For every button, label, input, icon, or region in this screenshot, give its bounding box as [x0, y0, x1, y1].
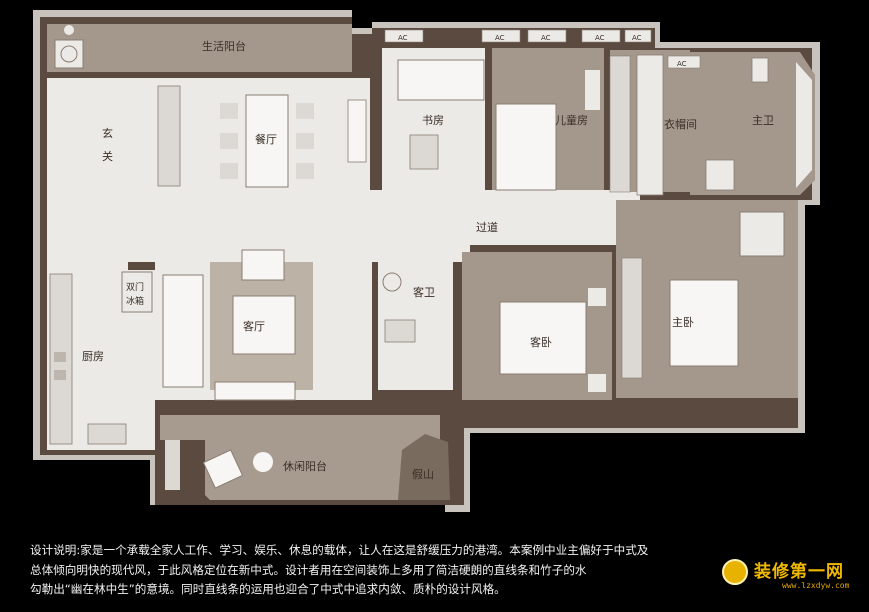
ac-label: AC: [677, 60, 687, 68]
label-fridge-a: 双门: [126, 281, 144, 293]
label-kids-room: 儿童房: [555, 113, 588, 127]
ac-label: AC: [495, 34, 505, 42]
living-balcony-floor: [47, 24, 352, 72]
label-master-bedroom: 主卧: [672, 316, 694, 329]
label-corridor: 过道: [476, 220, 498, 234]
logo-house-icon: [722, 559, 748, 585]
label-foyer-b: 关: [102, 149, 113, 163]
label-guest-bath: 客卫: [413, 285, 435, 299]
label-kitchen: 厨房: [82, 350, 104, 363]
ac-label: AC: [541, 34, 551, 42]
label-living-balcony: 生活阳台: [202, 39, 246, 53]
watermark-url: www.lzxdyw.com: [782, 581, 850, 590]
label-foyer-a: 玄: [102, 126, 113, 140]
label-living-room: 客厅: [243, 319, 265, 333]
label-cloakroom: 衣帽间: [664, 117, 697, 131]
rockery-area: [398, 434, 450, 500]
label-master-bath: 主卫: [752, 114, 774, 127]
ac-label: AC: [632, 34, 642, 42]
watermark-logo: 装修第一网 www.lzxdyw.com: [722, 555, 862, 595]
label-dining: 餐厅: [255, 132, 277, 146]
ac-label: AC: [595, 34, 605, 42]
description-line-2: 总体倾向明快的现代风，于此风格定位在新中式。设计者用在空间装饰上多用了简洁硬朗的…: [30, 562, 587, 577]
description-line-3: 勾勒出“幽在林中生”的意境。同时直线条的运用也迎合了中式中追求内敛、质朴的设计风…: [30, 582, 506, 596]
label-guest-bedroom: 客卧: [530, 335, 552, 349]
label-rockery: 假山: [412, 467, 434, 481]
description-line-1: 设计说明:家是一个承载全家人工作、学习、娱乐、休息的载体，让人在这是舒缓压力的港…: [30, 543, 649, 557]
label-leisure-balcony: 休闲阳台: [283, 459, 327, 473]
watermark-name: 装修第一网: [754, 562, 844, 582]
master-bath-floor: [690, 52, 815, 195]
label-fridge-b: 冰箱: [126, 295, 144, 307]
design-description: 设计说明:家是一个承载全家人工作、学习、娱乐、休息的载体，让人在这是舒缓压力的港…: [30, 541, 830, 600]
ac-label: AC: [398, 34, 408, 42]
label-study: 书房: [422, 114, 444, 127]
